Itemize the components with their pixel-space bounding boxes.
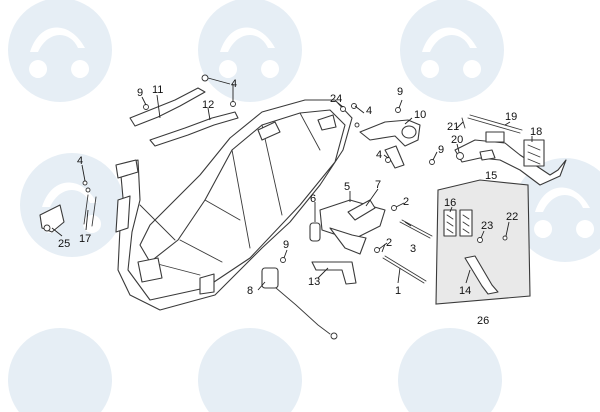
part-10-bracket	[359, 119, 421, 169]
part-25-bracket	[39, 204, 65, 233]
callout-10: 10	[414, 109, 426, 121]
callout-8: 8	[247, 285, 253, 297]
washer-4e	[85, 187, 91, 193]
callout-7: 7	[375, 179, 381, 191]
part-19-shaft	[467, 117, 521, 134]
part-15-center-stand	[454, 139, 567, 186]
part-14-side-stand	[464, 255, 499, 295]
callout-19: 19	[505, 111, 517, 123]
callout-14: 14	[459, 285, 471, 297]
nut-2b	[374, 247, 380, 253]
part-6-bushing	[309, 222, 321, 242]
callout-6: 6	[310, 193, 316, 205]
bolt-23	[477, 237, 483, 243]
washer-4b	[351, 103, 357, 109]
washer-4d	[82, 180, 88, 186]
callout-17: 17	[79, 233, 91, 245]
bolt-9d	[280, 257, 286, 263]
callout-13: 13	[308, 276, 320, 288]
callout-18: 18	[530, 126, 542, 138]
callout-9d: 9	[283, 239, 289, 251]
callout-20: 20	[451, 134, 463, 146]
bolt-9	[143, 104, 149, 110]
washer-4	[230, 101, 236, 107]
callout-3: 3	[410, 243, 416, 255]
nut-4b	[354, 122, 360, 128]
nut-2a	[391, 205, 397, 211]
part-3-bolt	[399, 221, 431, 239]
callout-4b: 4	[366, 105, 372, 117]
part-1-bolt	[382, 257, 425, 284]
callout-2a: 2	[403, 196, 409, 208]
callout-4c: 4	[376, 149, 382, 161]
callout-25: 25	[58, 238, 70, 250]
part-26-side-stand-kit	[435, 179, 531, 305]
callout-4d: 4	[77, 155, 83, 167]
part-7-pipe	[347, 199, 376, 221]
bolt-22	[502, 235, 508, 241]
part-18-springs	[485, 131, 545, 167]
callout-11: 11	[152, 84, 163, 96]
nut-4	[201, 74, 209, 82]
callout-23: 23	[481, 220, 493, 232]
callout-15: 15	[485, 170, 497, 182]
callout-21: 21	[447, 121, 459, 133]
part-13-plate	[311, 261, 357, 285]
bolt-9c	[429, 159, 435, 165]
main-frame	[115, 99, 353, 311]
callout-2b: 2	[386, 237, 392, 249]
callout-24: 24	[330, 93, 342, 105]
bush-20	[456, 152, 464, 160]
bolt-9b	[395, 107, 401, 113]
part-12-bracket	[149, 111, 239, 147]
leader-lines	[51, 77, 533, 291]
pin-21	[461, 117, 466, 129]
part-8-sensor	[261, 267, 338, 340]
callout-9a: 9	[137, 87, 143, 99]
bolt-24	[340, 106, 346, 112]
callout-4a: 4	[231, 78, 237, 90]
callout-16: 16	[444, 197, 456, 209]
callout-5: 5	[344, 181, 350, 193]
callout-9b: 9	[397, 86, 403, 98]
part-16-springs	[443, 209, 473, 237]
callout-labels: 1 2 2 3 4 4 4 4 5 6 7 8 9 9 9 9 10 11 12…	[58, 78, 542, 327]
callout-9c: 9	[438, 144, 444, 156]
washer-4c	[385, 157, 391, 163]
callout-26: 26	[477, 315, 489, 327]
callout-22: 22	[506, 211, 518, 223]
callout-1: 1	[395, 285, 401, 297]
part-17-pin	[83, 194, 89, 225]
callout-12: 12	[202, 99, 214, 111]
